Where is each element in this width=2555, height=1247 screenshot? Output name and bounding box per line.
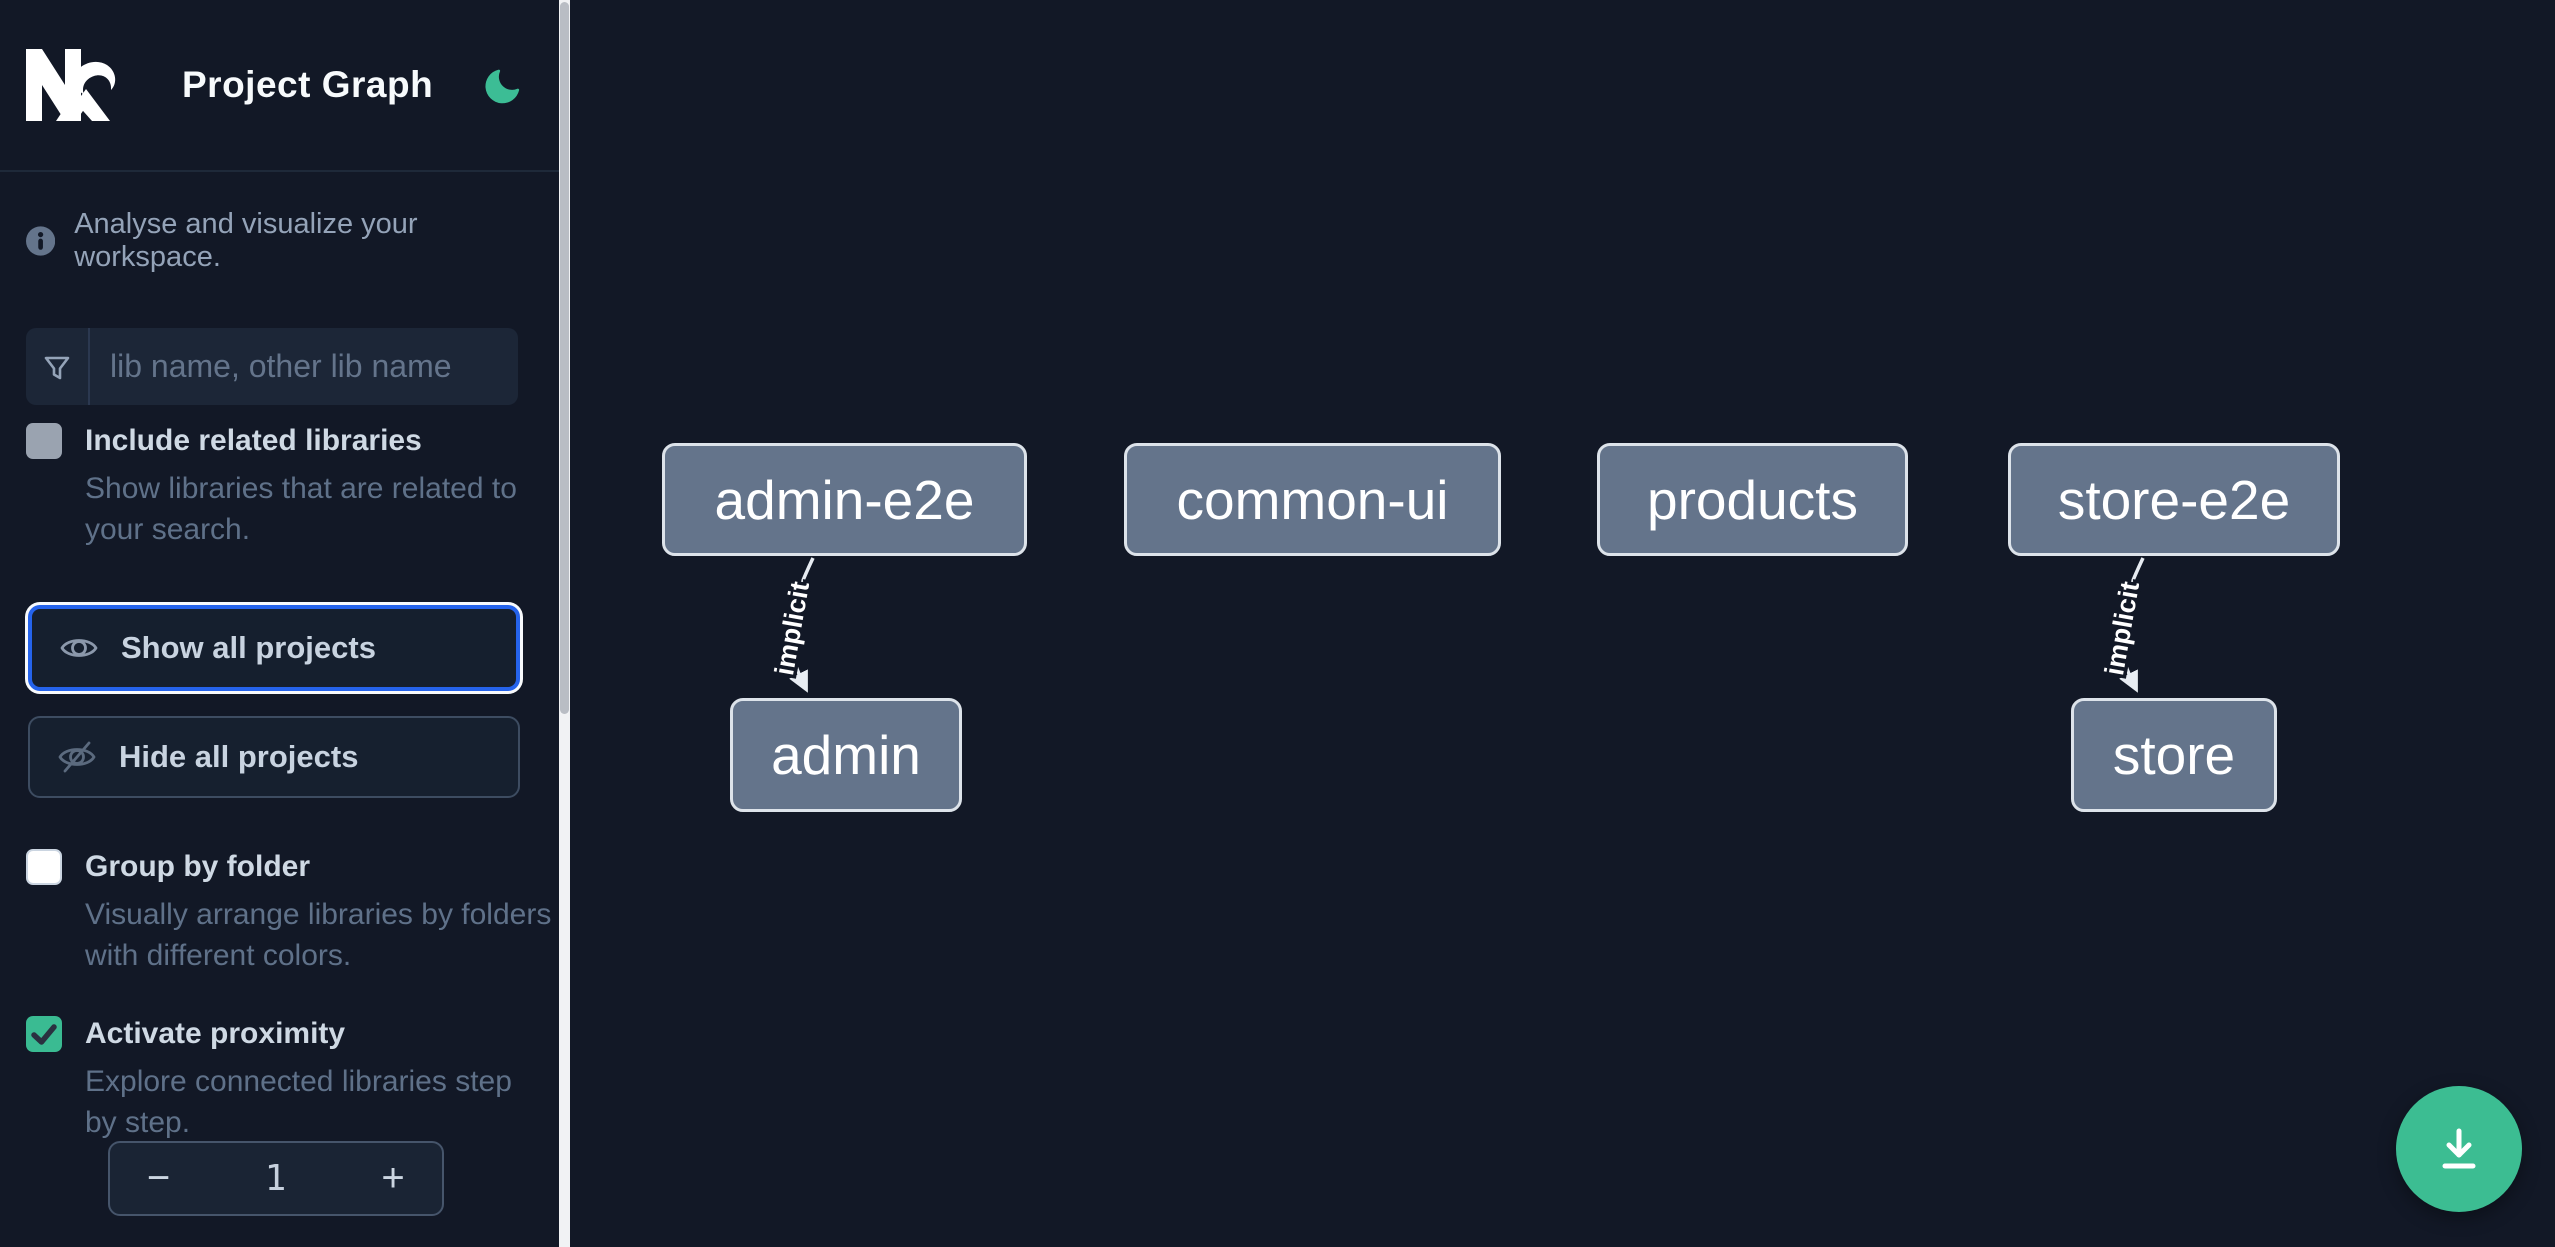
- check-icon: [31, 1024, 57, 1045]
- graph-node[interactable]: store: [2071, 698, 2277, 812]
- theme-toggle-button[interactable]: [479, 62, 525, 108]
- edge-label: implicit: [769, 579, 815, 677]
- option-include-related: Include related libraries Show libraries…: [26, 422, 555, 550]
- sidebar: Project Graph Analyse and visualize your…: [0, 0, 559, 1247]
- option-group-by-folder: Group by folder Visually arrange librari…: [26, 848, 555, 976]
- include-related-checkbox[interactable]: [26, 423, 62, 459]
- download-graph-button[interactable]: [2396, 1086, 2522, 1212]
- eye-off-icon: [58, 741, 96, 773]
- decrement-button[interactable]: −: [110, 1143, 207, 1214]
- funnel-icon-cell: [26, 328, 90, 405]
- activate-proximity-checkbox[interactable]: [26, 1016, 62, 1052]
- option-description: Explore connected libraries step by step…: [85, 1065, 512, 1139]
- option-activate-proximity: Activate proximity Explore connected lib…: [26, 1015, 550, 1143]
- option-description: Visually arrange libraries by folders wi…: [85, 898, 552, 972]
- increment-button[interactable]: +: [344, 1143, 442, 1214]
- hide-all-label: Hide all projects: [119, 739, 359, 774]
- sidebar-scrollbar-thumb[interactable]: [560, 2, 569, 714]
- funnel-icon: [44, 356, 70, 379]
- proximity-depth-stepper: − 1 +: [108, 1141, 444, 1216]
- show-all-projects-button[interactable]: Show all projects: [28, 605, 520, 691]
- hide-all-projects-button[interactable]: Hide all projects: [28, 716, 520, 798]
- stepper-value: 1: [264, 1158, 287, 1199]
- info-icon: [26, 226, 56, 256]
- edge-admin-e2e-admin: [787, 557, 815, 693]
- edge-store-e2e-store: [2117, 557, 2145, 693]
- graph-edges: implicit implicit: [766, 557, 2149, 693]
- sidebar-scrollbar-track[interactable]: [559, 0, 570, 1247]
- option-description: Show libraries that are related to your …: [85, 472, 517, 546]
- graph-node[interactable]: store-e2e: [2008, 443, 2340, 556]
- option-label: Include related libraries: [85, 424, 422, 457]
- moon-icon: [485, 69, 520, 104]
- library-filter-input[interactable]: [90, 328, 518, 405]
- info-row: Analyse and visualize your workspace.: [26, 208, 559, 274]
- eye-icon: [60, 639, 98, 657]
- graph-node[interactable]: admin-e2e: [662, 443, 1027, 556]
- sidebar-body: Analyse and visualize your workspace. In…: [0, 172, 559, 1247]
- graph-node[interactable]: admin: [730, 698, 962, 812]
- download-icon: [2442, 1128, 2476, 1169]
- graph-canvas[interactable]: implicit implicit admin-e2e common-ui pr…: [570, 0, 2555, 1247]
- edge-label: implicit: [2099, 579, 2145, 677]
- option-label: Activate proximity: [85, 1017, 346, 1050]
- nx-logo-icon: [26, 49, 116, 121]
- info-text: Analyse and visualize your workspace.: [74, 208, 418, 273]
- show-all-label: Show all projects: [121, 630, 376, 665]
- graph-node[interactable]: products: [1597, 443, 1908, 556]
- filter-box: [26, 328, 518, 405]
- page-title: Project Graph: [182, 64, 434, 105]
- option-label: Group by folder: [85, 850, 310, 883]
- group-by-folder-checkbox[interactable]: [26, 849, 62, 885]
- sidebar-header: Project Graph: [0, 0, 559, 172]
- graph-node[interactable]: common-ui: [1124, 443, 1501, 556]
